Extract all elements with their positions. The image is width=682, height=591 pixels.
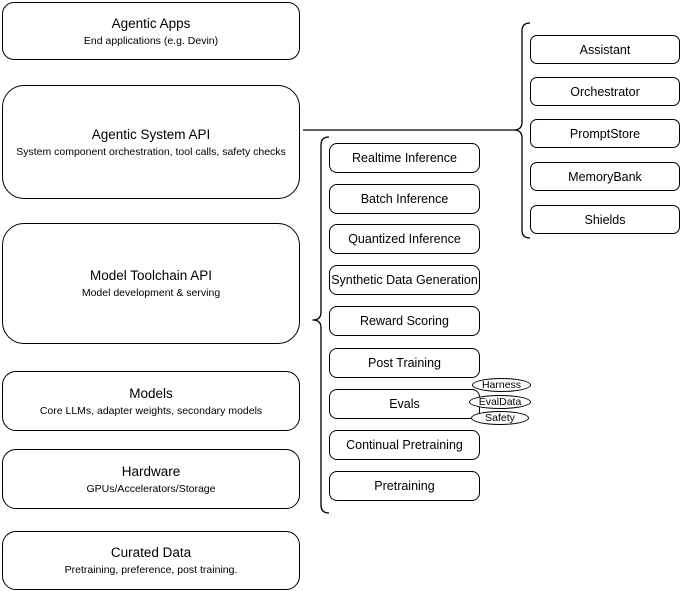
tag-harness: Harness [472, 378, 531, 392]
curly-brace-toolchain-group [312, 136, 330, 514]
node-batch-inference: Batch Inference [329, 184, 480, 214]
node-post-training: Post Training [329, 348, 480, 378]
node-realtime-inference: Realtime Inference [329, 143, 480, 173]
curly-brace-system-group [513, 22, 531, 239]
box-hardware-subtitle: GPUs/Accelerators/Storage [86, 482, 216, 495]
node-memorybank: MemoryBank [530, 162, 680, 191]
box-agentic-system-api-title: Agentic System API [91, 126, 211, 142]
box-hardware-title: Hardware [121, 463, 181, 479]
node-assistant: Assistant [530, 35, 680, 64]
box-agentic-apps: Agentic Apps End applications (e.g. Devi… [2, 2, 300, 60]
box-curated-data-subtitle: Pretraining, preference, post training. [64, 564, 238, 576]
box-models-subtitle: Core LLMs, adapter weights, secondary mo… [39, 404, 263, 417]
node-shields: Shields [530, 205, 680, 234]
node-quantized-inference: Quantized Inference [329, 224, 480, 254]
tag-safety: Safety [471, 411, 529, 425]
box-models-title: Models [129, 385, 173, 401]
node-orchestrator: Orchestrator [530, 77, 680, 106]
node-pretraining: Pretraining [329, 471, 480, 501]
box-curated-data: Curated Data Pretraining, preference, po… [2, 531, 300, 590]
box-curated-data-title: Curated Data [110, 545, 192, 560]
box-agentic-system-api: Agentic System API System component orch… [2, 85, 300, 199]
box-model-toolchain-api-subtitle: Model development & serving [81, 287, 221, 299]
box-agentic-apps-subtitle: End applications (e.g. Devin) [83, 34, 219, 47]
tag-evaldata: EvalData [469, 395, 531, 409]
node-continual-pretraining: Continual Pretraining [329, 430, 480, 460]
box-hardware: Hardware GPUs/Accelerators/Storage [2, 449, 300, 509]
node-evals: Evals [329, 389, 480, 419]
box-model-toolchain-api-title: Model Toolchain API [89, 268, 213, 283]
box-agentic-system-api-subtitle: System component orchestration, tool cal… [16, 145, 286, 158]
node-promptstore: PromptStore [530, 119, 680, 148]
box-model-toolchain-api: Model Toolchain API Model development & … [2, 223, 300, 344]
node-synthetic-data-generation: Synthetic Data Generation [329, 265, 480, 295]
box-models: Models Core LLMs, adapter weights, secon… [2, 371, 300, 431]
box-agentic-apps-title: Agentic Apps [111, 15, 191, 31]
node-reward-scoring: Reward Scoring [329, 306, 480, 336]
